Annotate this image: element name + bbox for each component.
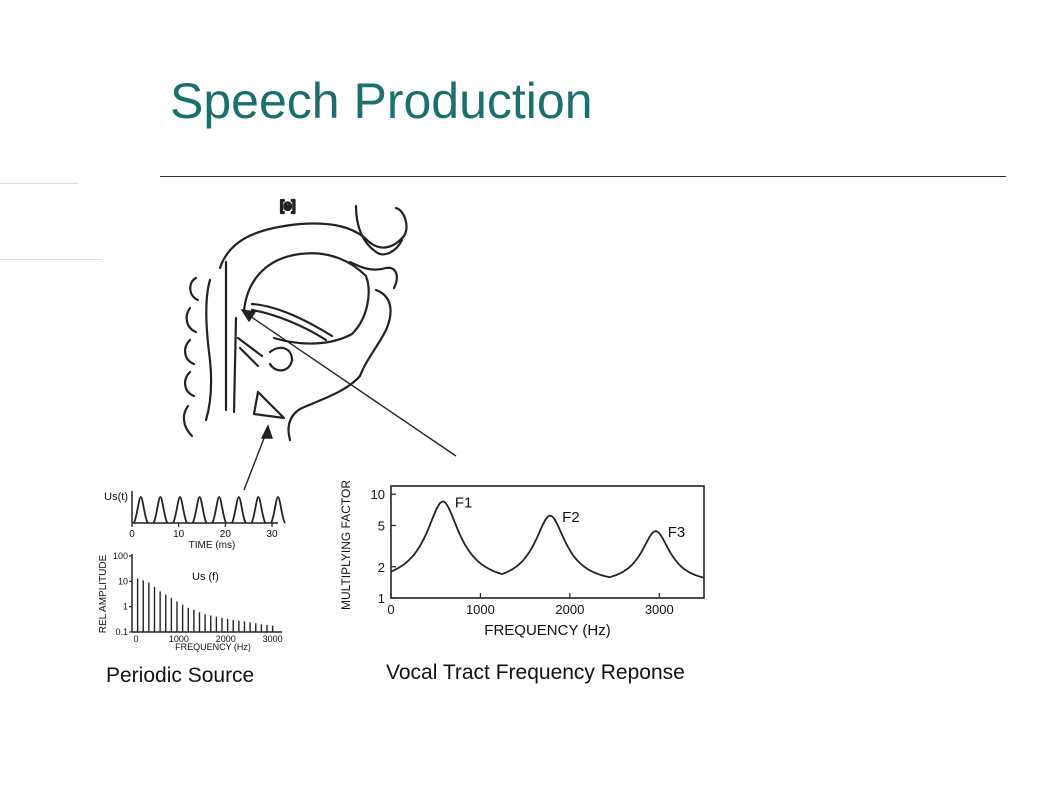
formant-ytick-label-1: 1: [378, 591, 385, 606]
pulse-xtick-label-0: 0: [129, 529, 135, 540]
pulse-3: [172, 496, 188, 524]
formant-frame: [390, 485, 705, 599]
upper-lip: [348, 260, 398, 290]
formant-label-f3: F3: [668, 524, 686, 541]
spectrum-ytick-label-1: 1: [123, 602, 128, 612]
title-rule: [160, 176, 1006, 177]
spectrum-xtick-label-1000: 1000: [169, 634, 189, 644]
decor-line-top: [0, 183, 78, 184]
spectrum-xtick-label-0: 0: [133, 634, 138, 644]
hyoid: [236, 336, 264, 368]
callout-arrows: [240, 309, 457, 491]
spectrum-ytick-label-0.1: 0.1: [115, 627, 128, 637]
chin-outline: [287, 374, 362, 442]
pulse-y-label: Us(t): [104, 491, 128, 503]
pulse-8: [270, 496, 286, 524]
spectrum-ytick-label-10: 10: [118, 576, 128, 586]
slide-title: Speech Production: [170, 73, 593, 129]
lower-lip: [358, 288, 392, 378]
pulse-train-chart: 0 10 20 30 Us(t) TIME (ms): [104, 491, 286, 551]
formant-xtick-label-1000: 1000: [466, 602, 495, 617]
formant-ytick-label-5: 5: [378, 518, 385, 533]
pharynx-front: [232, 316, 238, 414]
formant-ytick-label-10: 10: [371, 487, 385, 502]
caption-vocal-tract: Vocal Tract Frequency Reponse: [386, 661, 685, 684]
pulse-1: [132, 496, 149, 524]
spectrum-y-label: REL AMPLITUDE: [98, 554, 109, 633]
spine-3: [184, 338, 196, 366]
spine-2: [185, 306, 198, 334]
nose-outline: [354, 204, 404, 256]
pulse-4: [191, 496, 208, 524]
epiglottis: [268, 346, 294, 372]
spectrum-x-label: FREQUENCY (Hz): [175, 642, 251, 652]
spine-4: [184, 370, 196, 398]
pulse-5: [211, 496, 228, 524]
spectrum-xtick-label-3000: 3000: [263, 634, 283, 644]
spine-5: [182, 404, 194, 438]
pulse-xtick-label-10: 10: [173, 529, 185, 540]
decor-line-bottom: [0, 259, 102, 260]
formant-xtick-label-2000: 2000: [555, 602, 584, 617]
spine-1: [189, 276, 200, 302]
caption-periodic-source: Periodic Source: [106, 664, 255, 687]
spectrum-ytick-label-100: 100: [113, 551, 128, 561]
pulse-xtick-label-30: 30: [266, 529, 278, 540]
pulse-2: [152, 496, 169, 524]
pulse-6: [230, 496, 247, 524]
formant-y-label: MULTIPLYING FACTOR: [339, 480, 353, 610]
pulse-x-label: TIME (ms): [189, 540, 236, 551]
arrow-tract: [243, 311, 457, 457]
pulse-xtick-label-20: 20: [220, 529, 232, 540]
pulse-7: [250, 496, 267, 524]
spine-6: [204, 278, 213, 422]
tongue-inner: [250, 302, 334, 338]
formant-xtick-label-3000: 3000: [645, 602, 674, 617]
formant-label-f1: F1: [455, 495, 473, 512]
formant-xtick-label-0: 0: [387, 602, 394, 617]
spectrum-annotation: Us (f): [192, 571, 219, 583]
formant-label-f2: F2: [562, 509, 580, 526]
arrowhead-tract: [240, 309, 257, 323]
formant-x-label: FREQUENCY (Hz): [484, 622, 610, 639]
source-spectrum-chart: 100 10 1 0.1 0 1000 2000 3000 REL AMPLITUDE FREQU…: [98, 551, 283, 652]
phoneme-label: [ə]: [280, 197, 296, 213]
vocal-tract-drawing: [ə]: [182, 196, 408, 442]
larynx-shape: [252, 390, 286, 420]
formant-ytick-label-2: 2: [378, 560, 385, 575]
spectrum-xtick-label-2000: 2000: [216, 634, 236, 644]
arrowhead-source: [260, 424, 273, 439]
tongue-outline: [242, 252, 370, 345]
palate-outline: [218, 206, 408, 270]
formant-curve: [390, 500, 705, 579]
tongue-inner-2: [250, 308, 328, 342]
